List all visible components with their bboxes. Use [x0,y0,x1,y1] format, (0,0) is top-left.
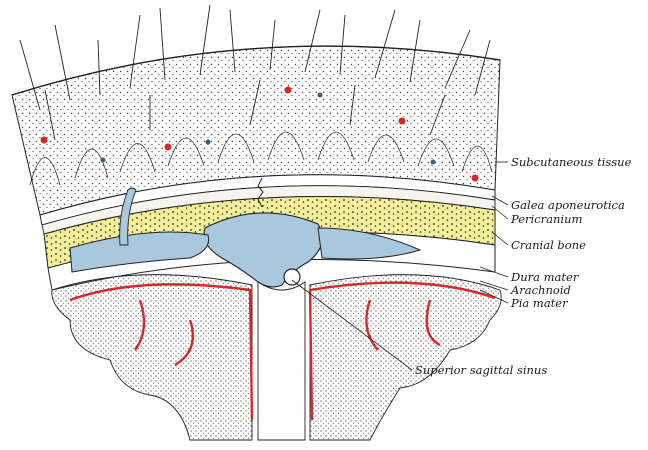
label-dura-mater: Dura mater [510,270,580,284]
hair-follicles [29,131,493,186]
label-cranial-bone: Cranial bone [511,238,586,252]
lateral-lacuna-left [69,231,210,273]
scalp-vessels [40,86,479,182]
falx-cerebri [257,281,306,441]
left-hemisphere [51,274,253,441]
right-hemisphere [309,274,502,441]
superior-sagittal-sinus [203,212,323,288]
label-pia-mater: Pia mater [510,296,569,310]
label-arachnoid: Arachnoid [510,283,571,297]
lateral-lacuna-right [317,227,422,260]
scalp-surface [11,45,501,96]
label-galea-aponeurotica: Galea aponeurotica [511,198,625,212]
label-superior-sagittal-sinus: Superior sagittal sinus [415,363,547,377]
label-subcutaneous-tissue: Subcutaneous tissue [511,155,632,169]
hair-shafts [19,4,491,141]
cortical-arteries [69,281,496,421]
sagittal-suture [257,177,264,208]
label-pericranium: Pericranium [510,212,582,226]
arachnoid-granulation [283,268,301,286]
label-leaders [291,161,509,371]
emissary-vein [119,187,137,246]
